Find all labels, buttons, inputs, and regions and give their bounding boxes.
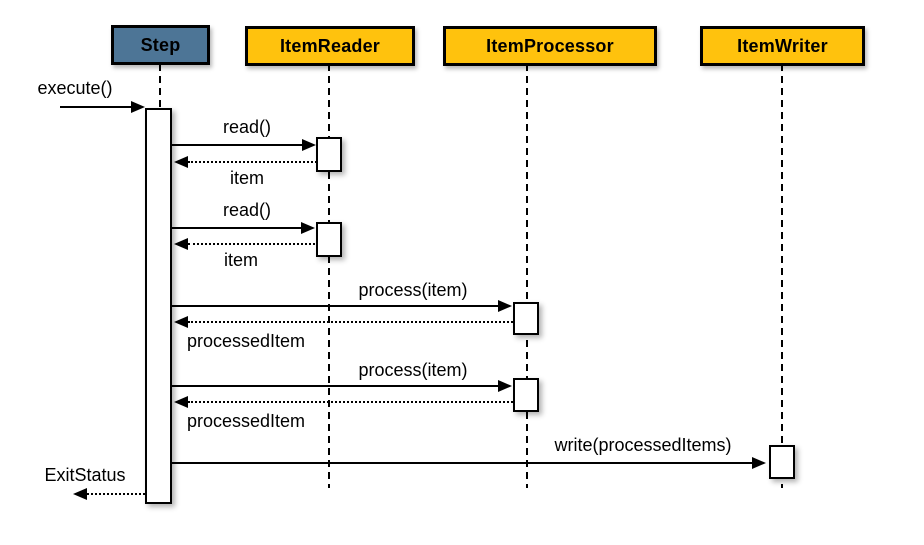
arrowhead-left-icon xyxy=(73,488,87,500)
participant-itemwriter: ItemWriter xyxy=(700,26,865,66)
message-label-item1: item xyxy=(229,168,265,188)
activation-itemreader-2 xyxy=(316,222,342,257)
participant-step-label: Step xyxy=(140,34,181,55)
arrow-read1-line xyxy=(172,144,303,146)
arrowhead-left-icon xyxy=(174,316,188,328)
arrow-item1-line xyxy=(188,161,317,163)
activation-itemwriter xyxy=(769,445,795,479)
message-label-processeditem2: processedItem xyxy=(186,411,306,431)
lifeline-itemreader xyxy=(328,64,330,488)
message-label-item2: item xyxy=(223,250,259,270)
arrowhead-right-icon xyxy=(131,101,145,113)
arrow-processeditem2-line xyxy=(188,401,513,403)
arrowhead-left-icon xyxy=(174,396,188,408)
arrowhead-right-icon xyxy=(752,457,766,469)
participant-itemprocessor: ItemProcessor xyxy=(443,26,657,66)
message-label-exitstatus: ExitStatus xyxy=(44,465,126,485)
message-label-write: write(processedItems) xyxy=(554,435,732,455)
arrowhead-right-icon xyxy=(498,380,512,392)
arrowhead-right-icon xyxy=(302,139,316,151)
message-label-read2: read() xyxy=(222,200,272,220)
activation-itemreader-1 xyxy=(316,137,342,172)
lifeline-itemprocessor xyxy=(526,64,528,488)
participant-itemreader: ItemReader xyxy=(245,26,415,66)
arrow-process2-line xyxy=(172,385,499,387)
participant-itemwriter-label: ItemWriter xyxy=(737,35,828,56)
participant-itemreader-label: ItemReader xyxy=(279,35,381,56)
arrowhead-left-icon xyxy=(174,238,188,250)
message-label-execute: execute() xyxy=(37,78,113,98)
lifeline-itemwriter xyxy=(781,64,783,488)
participant-step: Step xyxy=(111,25,210,65)
activation-itemprocessor-1 xyxy=(513,302,539,335)
lifeline-step xyxy=(159,64,161,110)
arrow-write-line xyxy=(172,462,753,464)
message-label-processeditem1: processedItem xyxy=(186,331,306,351)
arrowhead-right-icon xyxy=(301,222,315,234)
arrowhead-right-icon xyxy=(498,300,512,312)
arrowhead-left-icon xyxy=(174,156,188,168)
participant-itemprocessor-label: ItemProcessor xyxy=(486,35,614,56)
message-label-process2: process(item) xyxy=(358,360,468,380)
arrow-process1-line xyxy=(172,305,499,307)
arrow-exitstatus-line xyxy=(87,493,145,495)
arrow-processeditem1-line xyxy=(188,321,513,323)
message-label-read1: read() xyxy=(222,117,272,137)
arrow-execute-line xyxy=(60,106,131,108)
activation-step xyxy=(145,108,172,504)
arrow-read2-line xyxy=(172,227,302,229)
message-label-process1: process(item) xyxy=(358,280,468,300)
activation-itemprocessor-2 xyxy=(513,378,539,412)
arrow-item2-line xyxy=(188,243,315,245)
